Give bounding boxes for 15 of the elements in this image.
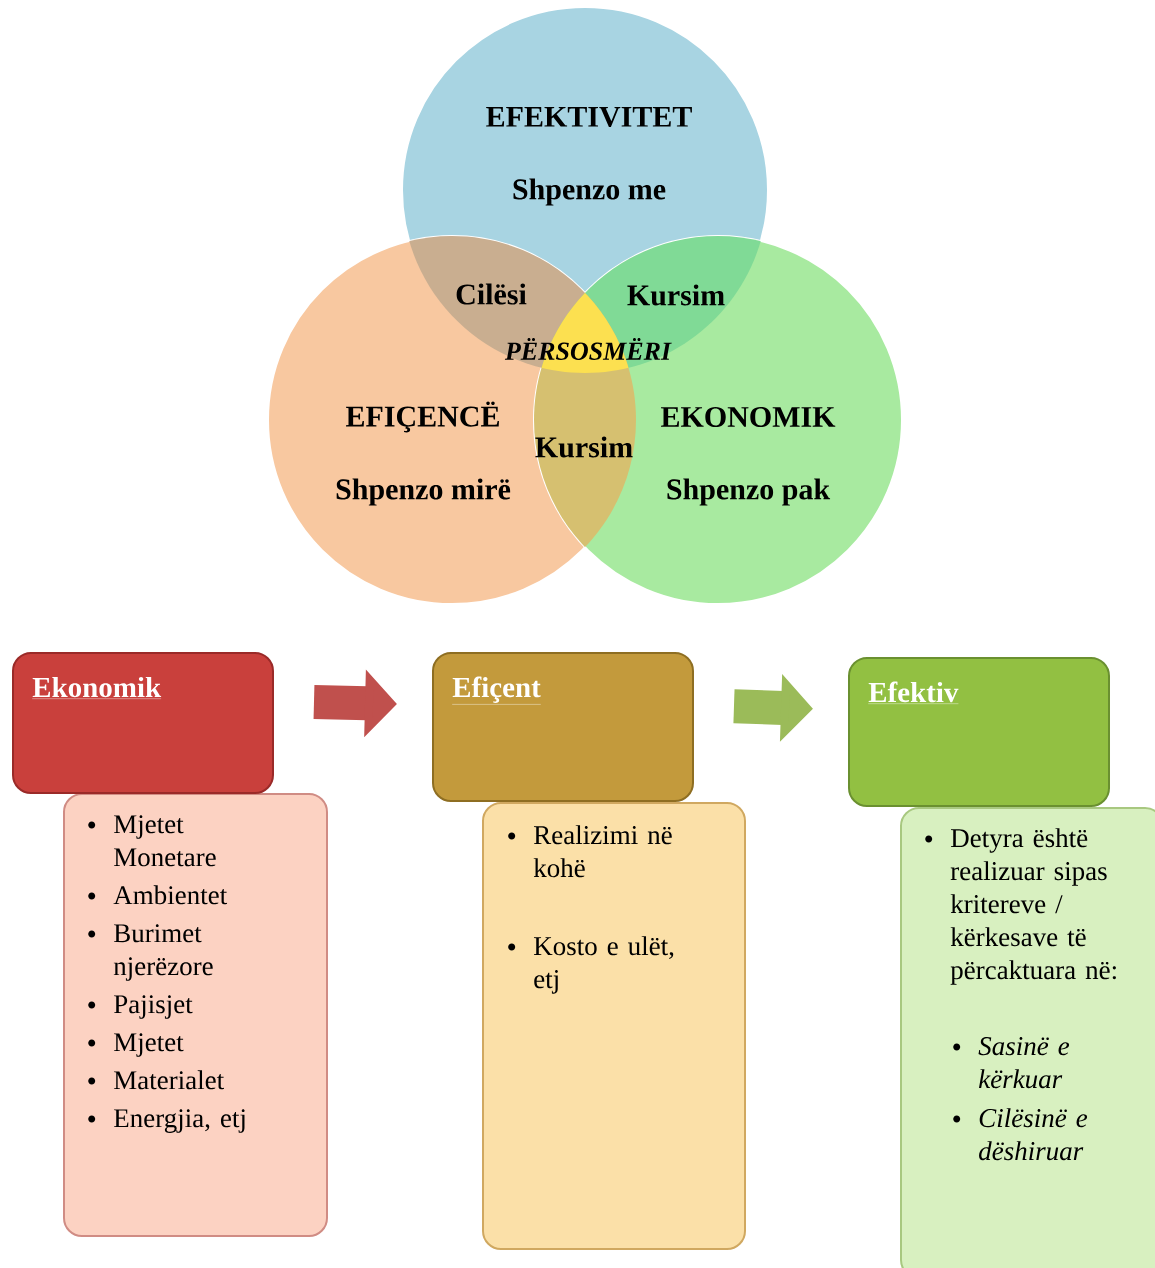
heading-box: Ekonomik — [12, 652, 274, 794]
bullet-item: Kosto e ulët, etj — [508, 936, 674, 994]
bullet-item: Mjetet Monetare — [88, 815, 216, 867]
bullet-item: Realizimi në kohë — [508, 825, 672, 878]
bullet-item: Pajisjet — [88, 995, 193, 1019]
bullet-item: Cilësinë e dëshiruar — [953, 1108, 1088, 1161]
heading-box: Efektiv — [848, 657, 1110, 807]
bullet-item: Materialet — [88, 1070, 224, 1090]
bullet-item: Mjetet — [88, 1033, 184, 1057]
bullet-item: Energjia, etj — [88, 1109, 245, 1133]
bullet-item: Burimet njerëzore — [88, 924, 213, 981]
bullet-item: Sasinë e kërkuar — [953, 1037, 1070, 1089]
bullet-item: Ambientet — [88, 885, 228, 905]
bullet-item: Detyra është realizuar sipas kritereve / kërkesave të përcaktuara në: — [925, 828, 1116, 985]
heading-box: Efiçent — [432, 652, 694, 802]
